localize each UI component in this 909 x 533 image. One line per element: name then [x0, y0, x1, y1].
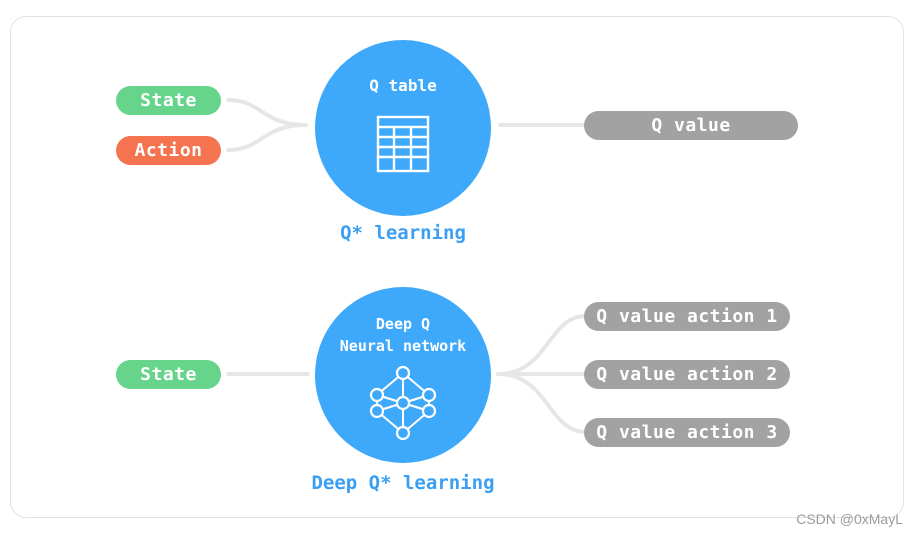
q-value-output-pill: Q value [584, 111, 798, 140]
neural-network-circle: Deep Q Neural network [315, 287, 491, 463]
action-input-pill: Action [116, 136, 221, 165]
q-table-circle: Q table [315, 40, 491, 216]
neural-network-title-line1: Deep Q [375, 315, 431, 333]
connector-network-to-action1 [496, 314, 588, 376]
state-input-pill: State [116, 86, 221, 115]
neural-network-icon [369, 365, 437, 441]
q-table-title: Q table [369, 76, 437, 95]
state-input-pill-deep: State [116, 360, 221, 389]
deep-q-learning-caption: Deep Q* learning [311, 472, 495, 494]
watermark: CSDN @0xMayL [796, 511, 903, 527]
connector-state-to-qtable [226, 98, 308, 127]
table-icon [376, 115, 430, 173]
neural-network-title-line2: Neural network [339, 337, 467, 355]
connector-network-to-action3 [496, 372, 588, 434]
q-value-action-2-pill: Q value action 2 [584, 360, 790, 389]
q-value-action-1-pill: Q value action 1 [584, 302, 790, 331]
q-value-action-3-pill: Q value action 3 [584, 418, 790, 447]
q-learning-caption: Q* learning [340, 222, 466, 244]
connector-action-to-qtable [226, 123, 308, 152]
